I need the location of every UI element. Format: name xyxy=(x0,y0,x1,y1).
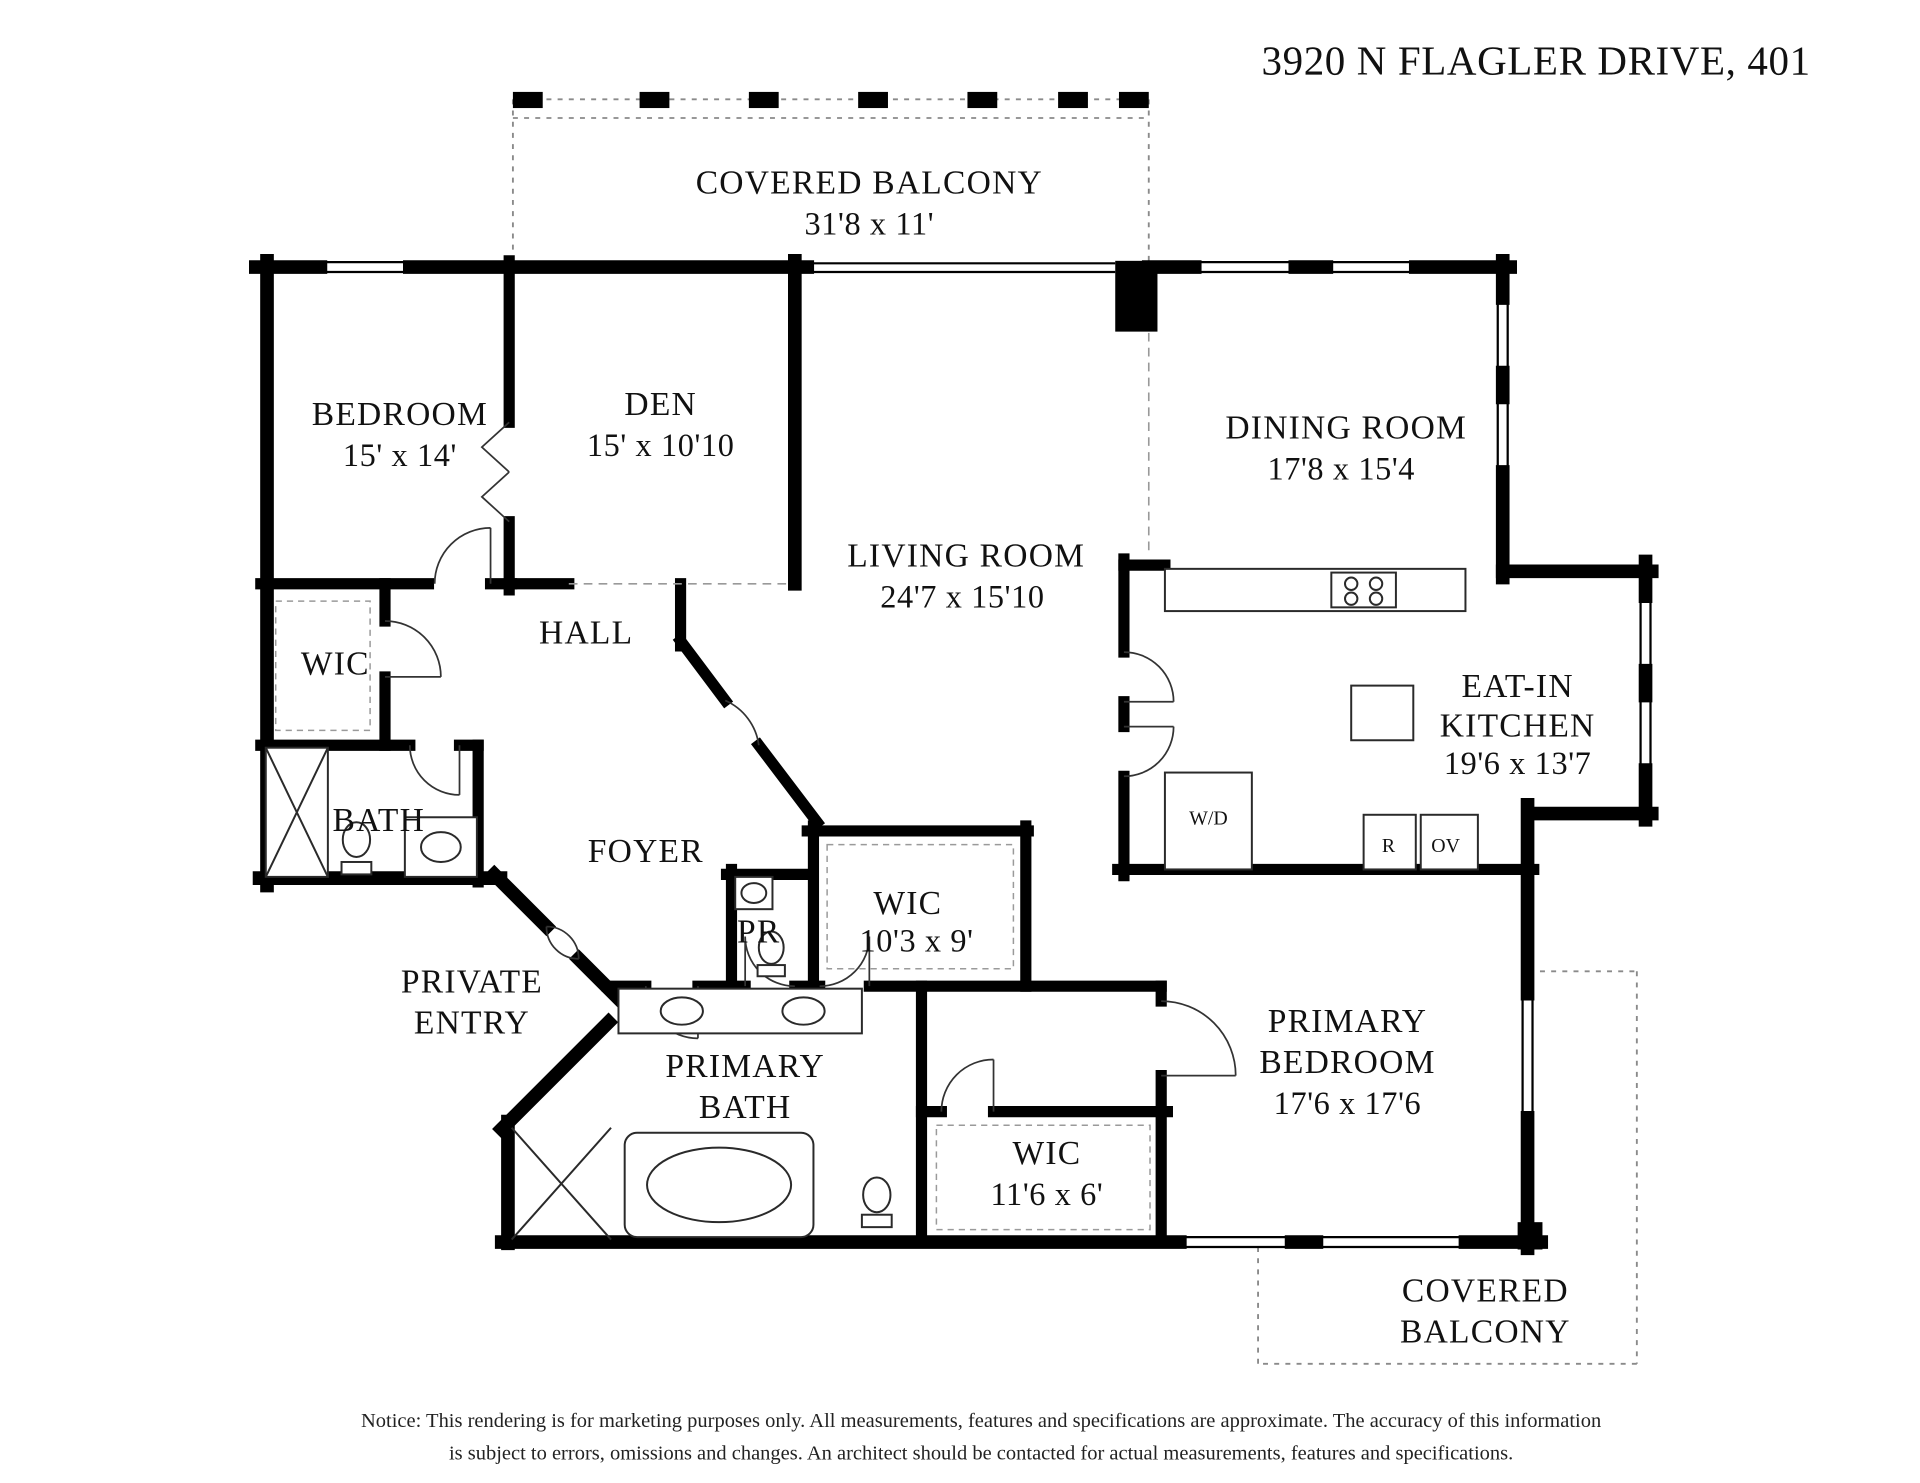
dims-den: 15' x 10'10 xyxy=(587,427,735,463)
balcony-outlines xyxy=(511,98,1638,1365)
label-private-entry-line1: PRIVATE xyxy=(401,963,543,1000)
label-balcony-bottom-line1: COVERED xyxy=(1402,1273,1569,1310)
dims-kitchen: 19'6 x 13'7 xyxy=(1444,745,1592,781)
label-private-entry-line2: ENTRY xyxy=(414,1004,530,1041)
balcony-columns xyxy=(512,91,1149,109)
label-wic-left: WIC xyxy=(301,645,370,682)
dims-bedroom: 15' x 14' xyxy=(343,437,457,473)
wall-piers xyxy=(1115,260,1543,1250)
notice-line2: is subject to errors, omissions and chan… xyxy=(449,1442,1513,1464)
dims-primary-bedroom: 17'6 x 17'6 xyxy=(1274,1085,1422,1121)
label-balcony-bottom-line2: BALCONY xyxy=(1400,1314,1571,1351)
notice-line1: Notice: This rendering is for marketing … xyxy=(361,1410,1601,1432)
dims-wic-bottom: 11'6 x 6' xyxy=(990,1176,1103,1212)
label-washer-dryer: W/D xyxy=(1189,808,1228,830)
dims-living-room: 24'7 x 15'10 xyxy=(880,578,1044,614)
labels: 3920 N FLAGLER DRIVE, 401 COVERED BALCON… xyxy=(301,38,1810,1465)
label-primary-bath-line2: BATH xyxy=(699,1089,791,1126)
label-dining-room: DINING ROOM xyxy=(1225,409,1467,446)
label-powder-room: PR xyxy=(737,914,780,951)
bath-fixtures xyxy=(264,746,893,1241)
label-bath: BATH xyxy=(333,802,425,839)
label-foyer: FOYER xyxy=(588,833,704,870)
label-primary-bedroom-line2: BEDROOM xyxy=(1259,1044,1435,1081)
page-title: 3920 N FLAGLER DRIVE, 401 xyxy=(1261,38,1810,84)
label-primary-bath-line1: PRIMARY xyxy=(665,1048,825,1085)
label-hall: HALL xyxy=(539,614,633,651)
label-oven: OV xyxy=(1431,835,1460,857)
interior-walls xyxy=(255,255,1540,1248)
label-range: R xyxy=(1382,835,1396,857)
label-living-room: LIVING ROOM xyxy=(847,537,1085,574)
kitchen-fixtures xyxy=(1163,567,1479,871)
windows xyxy=(320,260,1652,1249)
label-kitchen-line1: EAT-IN xyxy=(1461,668,1573,705)
label-balcony-top: COVERED BALCONY xyxy=(696,165,1043,202)
label-bedroom: BEDROOM xyxy=(312,396,488,433)
dims-dining-room: 17'8 x 15'4 xyxy=(1267,450,1415,486)
label-wic-bottom: WIC xyxy=(1012,1135,1081,1172)
label-primary-bedroom-line1: PRIMARY xyxy=(1268,1003,1428,1040)
dims-wic-center: 10'3 x 9' xyxy=(859,922,973,958)
dims-balcony-top: 31'8 x 11' xyxy=(805,206,935,242)
label-kitchen-line2: KITCHEN xyxy=(1440,708,1596,745)
cased-openings xyxy=(568,332,1150,585)
label-wic-center: WIC xyxy=(873,885,942,922)
closet-shelving xyxy=(274,600,1151,1231)
label-den: DEN xyxy=(624,386,697,423)
outer-walls xyxy=(249,253,1659,1256)
